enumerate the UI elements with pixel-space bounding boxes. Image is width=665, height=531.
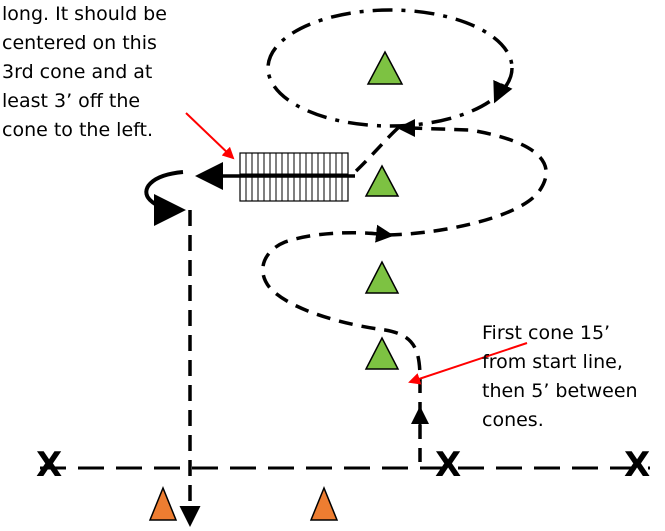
start-line-x-left: X [36, 445, 63, 485]
weave-path [261, 126, 548, 462]
note-line: from start line, [482, 351, 623, 373]
green-cone-top [366, 50, 404, 85]
left-note-pointer [185, 112, 235, 160]
start-line-x-middle: X [435, 445, 462, 485]
note-line: cone to the left. [2, 119, 153, 141]
note-line: 3rd cone and at [2, 61, 153, 83]
right-note-pointer [408, 342, 528, 385]
orange-cone-left [148, 486, 178, 521]
green-cone-second [364, 260, 400, 294]
green-cone-first [364, 336, 400, 370]
cone-spacing-note: First cone 15’ from start line, then 5’ … [482, 319, 638, 435]
loop-to-barrier-path [353, 126, 400, 174]
barrier-placement-note: long. It should be centered on this 3rd … [2, 0, 167, 145]
note-line: cones. [482, 409, 544, 431]
green-cone-third [364, 164, 400, 197]
note-line: centered on this [2, 32, 157, 54]
orange-cone-right [309, 486, 339, 521]
weave-arrow-right [369, 224, 394, 243]
note-line: then 5’ between [482, 380, 638, 402]
note-line: least 3’ off the [2, 90, 141, 112]
top-loop-path [266, 8, 514, 128]
note-line: long. It should be [2, 3, 167, 25]
note-line: First cone 15’ [482, 322, 611, 344]
top-loop-arrow [493, 79, 513, 104]
turnaround-arrow [144, 170, 186, 226]
start-line-x-right: X [624, 445, 651, 485]
